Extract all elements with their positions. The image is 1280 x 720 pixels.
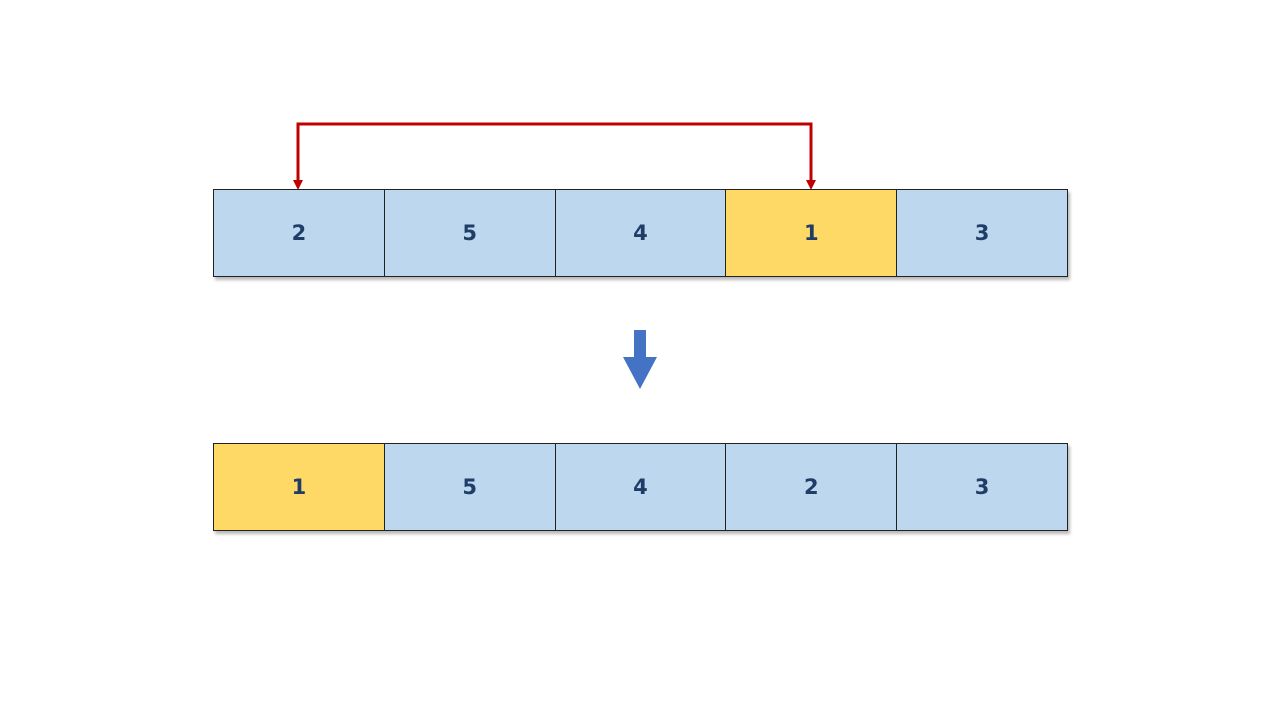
array-before-cell: 3 xyxy=(897,189,1068,277)
array-after: 1 5 4 2 3 xyxy=(213,443,1068,531)
swap-arrow-head-right xyxy=(806,180,816,190)
array-after-cell: 1 xyxy=(213,443,385,531)
down-arrow-icon xyxy=(623,330,657,389)
array-after-cell: 2 xyxy=(726,443,898,531)
swap-arrow xyxy=(293,122,816,190)
array-before-cell: 2 xyxy=(213,189,385,277)
array-before-cell: 4 xyxy=(555,189,727,277)
array-after-cell: 5 xyxy=(384,443,556,531)
array-before-cell: 1 xyxy=(726,189,898,277)
array-before-cell: 5 xyxy=(384,189,556,277)
swap-arrow-line xyxy=(296,122,813,186)
array-after-cell: 3 xyxy=(897,443,1068,531)
array-before: 2 5 4 1 3 xyxy=(213,189,1068,277)
array-after-cell: 4 xyxy=(555,443,727,531)
swap-arrow-head-left xyxy=(293,180,303,190)
